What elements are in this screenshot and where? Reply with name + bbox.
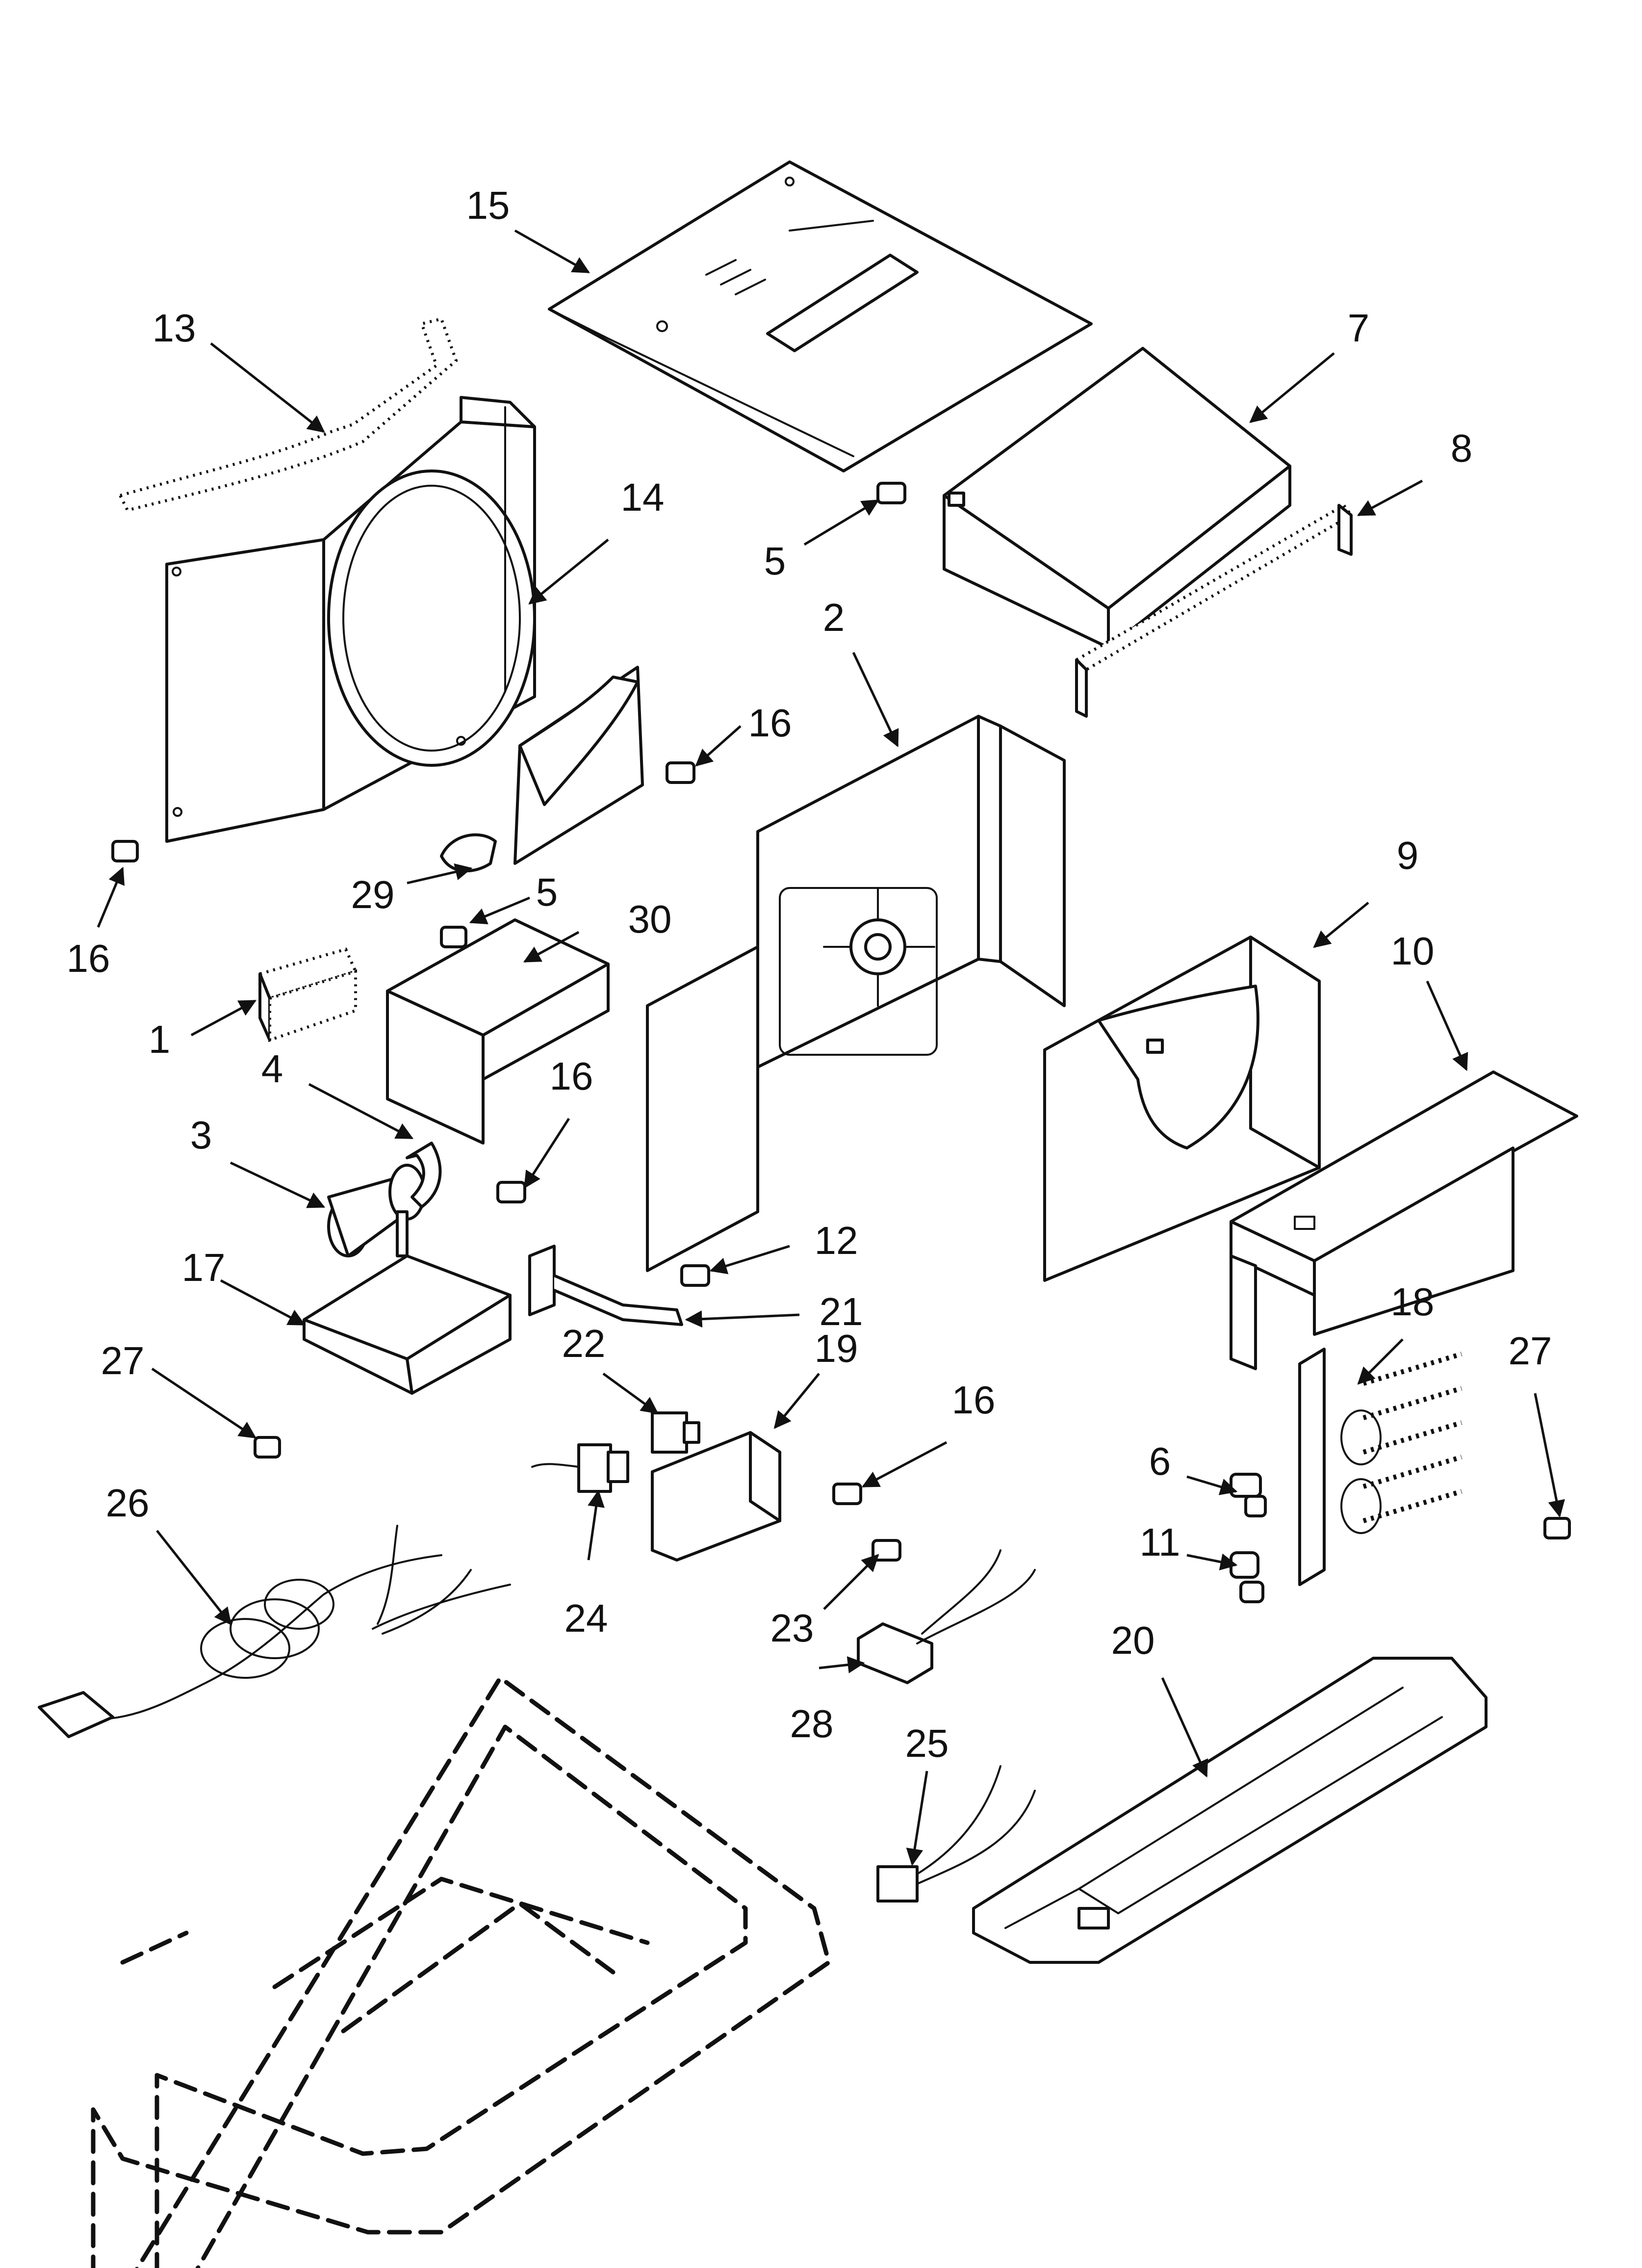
capacitor-bracket xyxy=(386,918,610,1145)
callout-15: 15 xyxy=(466,183,510,227)
callout-27: 27 xyxy=(1509,1329,1552,1373)
fan-orifice-panel xyxy=(646,715,1066,1272)
callout-28: 28 xyxy=(790,1702,834,1746)
callout-22: 22 xyxy=(562,1322,606,1365)
callout-27: 27 xyxy=(101,1339,145,1382)
callout-30: 30 xyxy=(628,897,672,941)
base-pan-reference xyxy=(91,1675,831,2268)
callout-12: 12 xyxy=(815,1219,858,1262)
callout-13: 13 xyxy=(153,306,196,350)
control-mounting-bracket xyxy=(303,1210,512,1395)
drip-spout xyxy=(440,833,497,873)
callout-2: 2 xyxy=(823,596,845,639)
callout-6: 6 xyxy=(1149,1439,1171,1483)
callout-3: 3 xyxy=(190,1113,212,1157)
thermostat-bracket xyxy=(528,1245,683,1326)
screw xyxy=(111,482,1571,1562)
callout-11: 11 xyxy=(1139,1520,1180,1564)
heater-element xyxy=(1298,1348,1462,1586)
condenser-shroud xyxy=(165,396,644,865)
callout-16: 16 xyxy=(67,937,110,980)
callout-labels: 15 13 7 8 5 14 2 16 16 29 5 30 9 10 1 4 … xyxy=(67,183,1552,1765)
callout-21: 21 xyxy=(820,1290,863,1333)
foam-seal-strip xyxy=(118,317,458,512)
wiring-connector xyxy=(857,1549,1036,1684)
callout-8: 8 xyxy=(1451,426,1473,470)
callout-29: 29 xyxy=(351,873,395,916)
callout-20: 20 xyxy=(1111,1618,1155,1662)
cover-seal-strip xyxy=(1074,503,1354,718)
callout-23: 23 xyxy=(770,1606,814,1650)
power-cord xyxy=(38,1525,511,1738)
callout-4: 4 xyxy=(261,1047,283,1091)
callout-16: 16 xyxy=(952,1378,996,1422)
callout-9: 9 xyxy=(1397,834,1419,877)
limit-switch xyxy=(1230,1473,1267,1517)
callout-16: 16 xyxy=(550,1054,593,1098)
callout-16: 16 xyxy=(748,701,792,745)
callout-18: 18 xyxy=(1391,1280,1435,1324)
control-panel-plate xyxy=(651,1431,781,1562)
callout-5: 5 xyxy=(536,870,558,914)
harness-connector xyxy=(876,1765,1036,1903)
capacitor-strap xyxy=(406,1142,442,1208)
thermal-fuse xyxy=(1230,1551,1264,1603)
evaporator-top-bracket xyxy=(1230,1070,1578,1370)
callout-24: 24 xyxy=(564,1596,608,1640)
callout-10: 10 xyxy=(1391,929,1435,973)
callout-26: 26 xyxy=(106,1481,150,1525)
callout-25: 25 xyxy=(905,1721,949,1765)
callout-19: 19 xyxy=(815,1327,858,1370)
callout-7: 7 xyxy=(1348,306,1370,350)
callout-1: 1 xyxy=(149,1017,171,1061)
base-drain-pan xyxy=(972,1657,1488,1964)
control-box-cover xyxy=(943,347,1291,649)
rotary-switch xyxy=(651,1411,700,1454)
evaporator-housing xyxy=(1043,936,1321,1282)
insulation-foam-block xyxy=(257,947,358,1043)
top-cover-panel xyxy=(548,160,1093,472)
leader-lines xyxy=(97,229,1565,1866)
thermostat-control xyxy=(531,1443,629,1493)
callout-14: 14 xyxy=(621,475,665,519)
callout-5: 5 xyxy=(764,539,786,583)
run-capacitor xyxy=(327,1164,426,1257)
callout-17: 17 xyxy=(182,1246,226,1289)
